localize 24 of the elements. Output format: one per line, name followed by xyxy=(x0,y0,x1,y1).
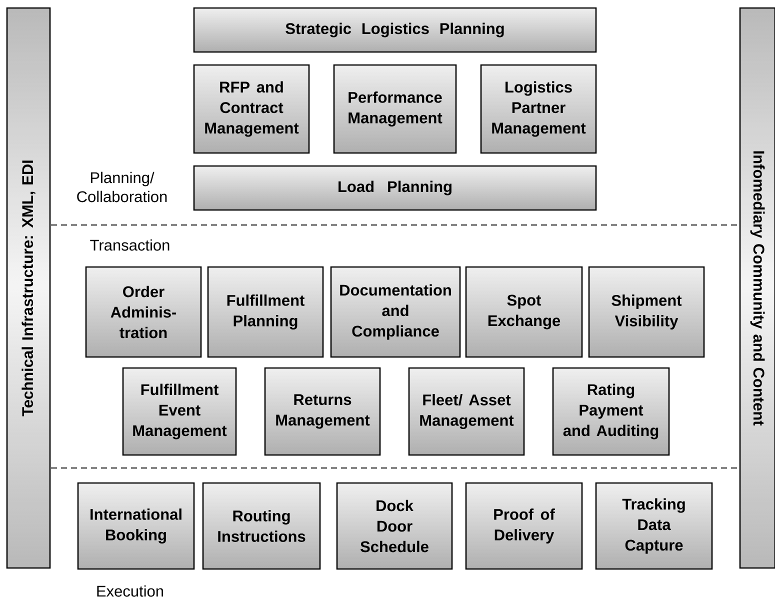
function-box: Dock Door Schedule xyxy=(336,482,453,570)
section-label: Execution xyxy=(97,585,164,597)
function-box: Fleet/ Asset Management xyxy=(408,367,525,456)
function-box: Documentation and Compliance xyxy=(330,266,461,358)
infrastructure-bar: Infomediary Community and Content xyxy=(739,7,775,569)
function-box: Order Adminis- tration xyxy=(85,266,202,358)
function-box: Spot Exchange xyxy=(465,266,583,358)
function-box: Performance Management xyxy=(333,64,457,154)
infrastructure-bar: Technical Infrastructure: XML, EDI xyxy=(6,7,51,569)
function-box: Load Planning xyxy=(193,165,597,211)
function-box: Routing Instructions xyxy=(202,482,321,570)
function-box: RFP and Contract Management xyxy=(193,64,310,154)
function-box: Returns Management xyxy=(264,367,381,456)
function-box: Logistics Partner Management xyxy=(480,64,597,154)
section-label: Transaction xyxy=(90,239,170,251)
function-box: Proof of Delivery xyxy=(465,482,583,570)
function-box: International Booking xyxy=(77,482,195,570)
function-box: Shipment Visibility xyxy=(588,266,705,358)
function-box: Strategic Logistics Planning xyxy=(193,7,597,53)
function-box: Fulfillment Event Management xyxy=(122,367,237,456)
function-box: Rating Payment and Auditing xyxy=(552,367,670,456)
section-label: Planning/ Collaboration xyxy=(77,172,167,202)
function-box: Tracking Data Capture xyxy=(595,482,713,570)
function-box: Fulfillment Planning xyxy=(207,266,324,358)
